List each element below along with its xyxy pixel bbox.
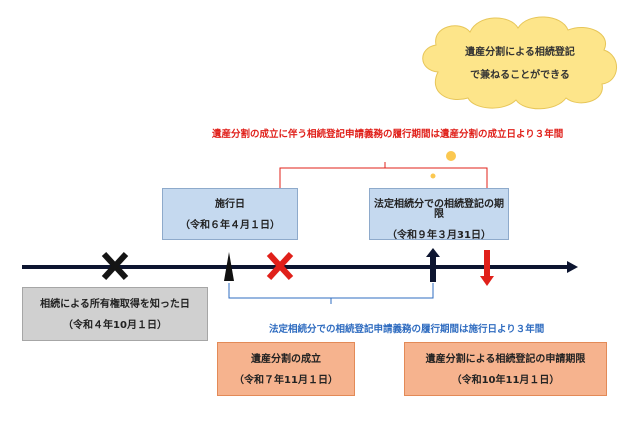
thought-bubble-large (446, 151, 456, 161)
arrow-up-icon (426, 248, 440, 282)
partition-established-box: 遺産分割の成立 （令和７年11月１日） (217, 342, 355, 396)
enforcement-date-title: 施行日 (215, 199, 245, 210)
cloud-text: 遺産分割による相続登記 で兼ねることができる (440, 41, 600, 87)
cloud-text-line1: 遺産分割による相続登記 (465, 47, 575, 58)
partition-established-value: （令和７年11月１日） (234, 375, 338, 386)
cloud-shape (422, 16, 617, 110)
enforcement-date-value: （令和６年４月１日） (180, 220, 280, 231)
timeline (22, 261, 578, 273)
cross-red-icon (266, 251, 294, 281)
cross-black-icon (101, 251, 129, 281)
partition-deadline-box: 遺産分割による相続登記の申請期限 （令和10年11月１日） (404, 342, 607, 396)
enforcement-date-box: 施行日 （令和６年４月１日） (162, 188, 298, 240)
acquisition-known-value: （令和４年10月１日） (63, 320, 167, 331)
red-period-note: 遺産分割の成立に伴う相続登記申請義務の履行期間は遺産分割の成立日より３年間 (212, 129, 564, 140)
acquisition-known-box: 相続による所有権取得を知った日 （令和４年10月１日） (22, 287, 208, 341)
arrow-down-red-icon (480, 250, 494, 286)
blue-bracket (228, 283, 434, 304)
thought-bubble-small (430, 173, 436, 179)
partition-deadline-value: （令和10年11月１日） (451, 375, 560, 386)
partition-deadline-title: 遺産分割による相続登記の申請期限 (425, 354, 586, 365)
cloud-text-line2: で兼ねることができる (470, 70, 570, 81)
blue-period-note: 法定相続分での相続登記申請義務の履行期間は施行日より３年間 (269, 324, 545, 335)
red-bracket (279, 162, 488, 188)
partition-established-title: 遺産分割の成立 (251, 354, 321, 365)
statutory-deadline-title: 法定相続分での相続登記の期限 (374, 199, 504, 220)
triangle-marker-icon (224, 252, 234, 281)
acquisition-known-title: 相続による所有権取得を知った日 (40, 299, 190, 310)
statutory-deadline-box: 法定相続分での相続登記の期限 （令和９年３月31日） (369, 188, 509, 241)
statutory-deadline-value: （令和９年３月31日） (387, 230, 491, 241)
